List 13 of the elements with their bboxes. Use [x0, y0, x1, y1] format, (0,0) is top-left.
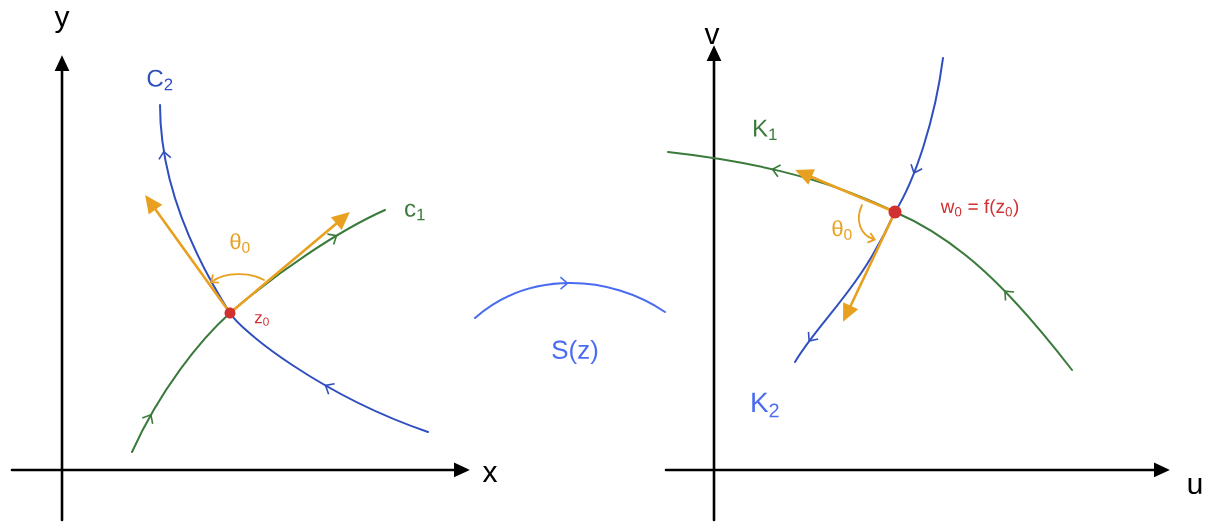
- curve-label: K$_{2}$: [752, 392, 779, 418]
- angle-label: θ$_{0}$: [832, 220, 852, 240]
- axis-label: u: [1188, 477, 1202, 495]
- axis-label: v: [704, 28, 720, 44]
- curve-label: K$_{1}$: [754, 119, 777, 141]
- axis-label: x: [482, 466, 498, 482]
- angle-label: θ$_{0}$: [230, 233, 250, 253]
- map-label: S(z): [552, 339, 598, 365]
- curve-label: C$_{2}$: [147, 69, 173, 91]
- axis-label: y: [54, 10, 70, 34]
- point-label: w$_{0}$ = f(z$_{0}$): [940, 199, 1019, 217]
- point-label: z$_{0}$: [254, 314, 269, 326]
- curve-label: c$_{1}$: [405, 203, 425, 221]
